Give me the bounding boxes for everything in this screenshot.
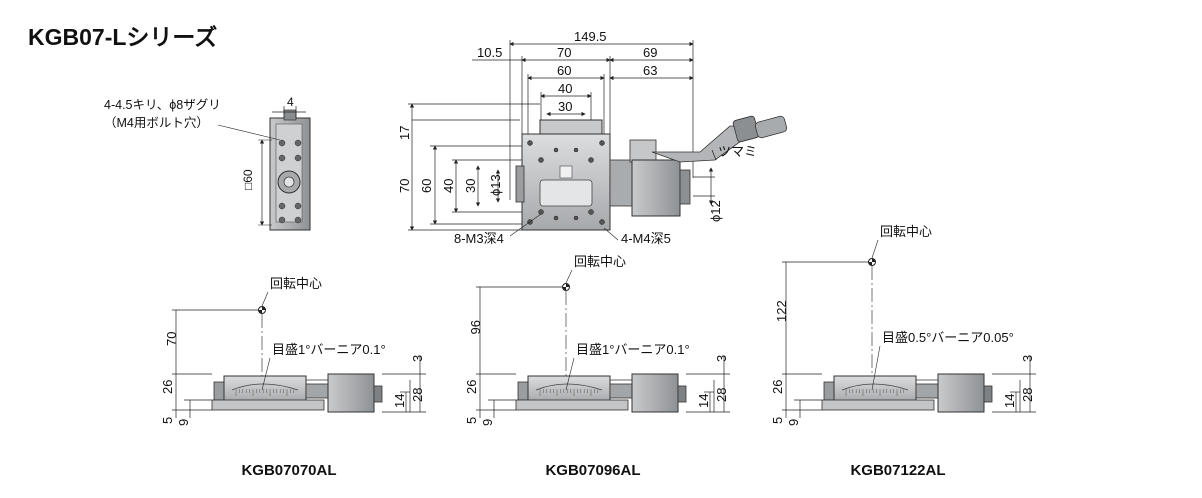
dim-28: 28 bbox=[1020, 388, 1035, 402]
dim-square-60: □60 bbox=[241, 169, 255, 190]
dim-40: 40 bbox=[558, 81, 572, 96]
dim-28: 28 bbox=[410, 388, 425, 402]
scale-label: 目盛1°バーニア0.1° bbox=[576, 342, 690, 357]
top-view: 149.5 10.5 70 69 60 63 40 30 bbox=[397, 29, 788, 246]
dim-60: 60 bbox=[557, 63, 571, 78]
knob-drive bbox=[631, 159, 681, 217]
dim-dia-12: ϕ12 bbox=[708, 200, 723, 222]
scale-label: 目盛0.5°バーニア0.05° bbox=[882, 330, 1014, 345]
dim-9: 9 bbox=[176, 419, 191, 426]
side-view: 4 □60 4-4.5キリ、ϕ8ザグリ （M4用ボルト穴） bbox=[104, 95, 311, 231]
dim-30: 30 bbox=[558, 99, 572, 114]
hole-note-line1: 4-4.5キリ、ϕ8ザグリ bbox=[104, 98, 221, 112]
dim-70: 70 bbox=[557, 45, 571, 60]
knob-body bbox=[937, 373, 985, 413]
dim-9: 9 bbox=[480, 419, 495, 426]
tap-label-left: 8-M3深4 bbox=[454, 231, 504, 246]
dim-14: 14 bbox=[392, 394, 407, 408]
dim-28: 28 bbox=[714, 388, 729, 402]
height-dim: 70 bbox=[164, 332, 179, 346]
dim-69: 69 bbox=[643, 45, 657, 60]
dim-63: 63 bbox=[643, 63, 657, 78]
dim-14: 14 bbox=[1002, 394, 1017, 408]
dim-5: 5 bbox=[464, 417, 479, 424]
rotation-center-label: 回転中心 bbox=[270, 276, 322, 291]
rotary-stage bbox=[223, 375, 307, 403]
model-label-1: KGB07070AL bbox=[241, 462, 337, 479]
dim-149-5: 149.5 bbox=[574, 29, 607, 44]
dim-3: 3 bbox=[714, 355, 729, 362]
tap-label-right: 4-M4深5 bbox=[621, 231, 671, 246]
height-dim: 122 bbox=[774, 300, 789, 322]
dim-5: 5 bbox=[770, 417, 785, 424]
dim-dia-13: ϕ13 bbox=[488, 174, 503, 196]
rotation-center-label: 回転中心 bbox=[574, 254, 626, 269]
height-dim: 96 bbox=[468, 320, 483, 334]
dim-26: 26 bbox=[770, 380, 785, 394]
dim-17: 17 bbox=[397, 126, 412, 140]
dim-14: 14 bbox=[696, 394, 711, 408]
knob-label: ツマミ bbox=[718, 144, 757, 159]
rotation-center-label: 回転中心 bbox=[880, 224, 932, 239]
dim-26: 26 bbox=[464, 380, 479, 394]
series-title: KGB07-Lシリーズ bbox=[28, 24, 218, 50]
dim-3: 3 bbox=[1020, 355, 1035, 362]
scale-label: 目盛1°バーニア0.1° bbox=[272, 342, 386, 357]
dim-10-5: 10.5 bbox=[477, 45, 502, 60]
knob-body bbox=[631, 373, 679, 413]
model-label-3: KGB07122AL bbox=[850, 462, 946, 479]
hole-note-line2: （M4用ボルト穴） bbox=[104, 115, 209, 130]
dim-v40: 40 bbox=[441, 179, 456, 193]
dim-3: 3 bbox=[410, 355, 425, 362]
side-view-bolts bbox=[278, 139, 302, 224]
dim-5: 5 bbox=[160, 417, 175, 424]
dim-v60: 60 bbox=[419, 179, 434, 193]
dim-4: 4 bbox=[287, 95, 294, 109]
knob-body bbox=[327, 373, 375, 413]
model-label-2: KGB07096AL bbox=[545, 462, 641, 479]
dim-v30: 30 bbox=[463, 179, 478, 193]
dim-26: 26 bbox=[160, 380, 175, 394]
dim-v70: 70 bbox=[397, 179, 412, 193]
dim-9: 9 bbox=[786, 419, 801, 426]
